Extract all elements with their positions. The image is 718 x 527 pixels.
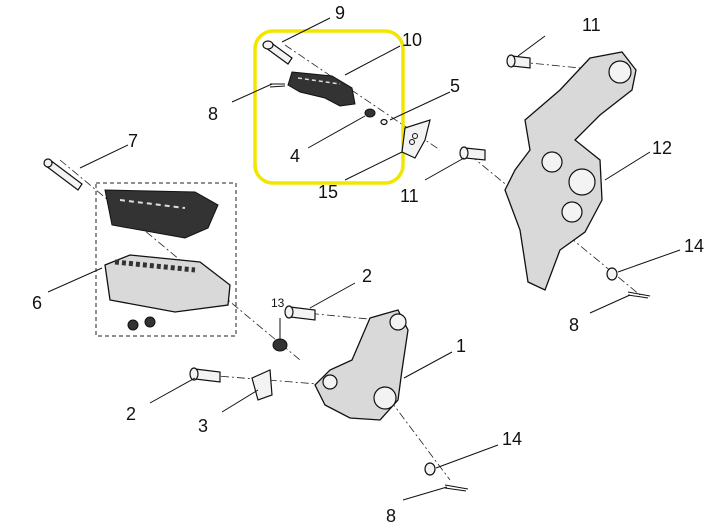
callout-4: 4 [290,146,300,166]
callout-5: 5 [450,76,460,96]
callout-14: 14 [684,236,704,256]
part-2-bolt-lower [189,367,221,383]
part-7-pin [43,158,83,191]
part-15-plate [401,119,431,159]
callout-14: 14 [502,429,522,449]
callout-labels: 9 10 5 8 4 15 11 11 12 7 6 2 13 1 2 3 14… [32,3,704,526]
part-2-bolt-upper [284,305,316,321]
callout-12: 12 [652,138,672,158]
part-8-cotter-pin-bottom [444,484,469,492]
callout-2: 2 [126,404,136,424]
callout-8: 8 [569,315,579,335]
part-4-spring [364,108,376,118]
part-8-cotter-pin [269,83,286,88]
part-11-bolt-top [506,54,531,69]
part-9-pin [262,40,293,65]
part-6-footpeg-rubber [104,189,219,239]
callout-3: 3 [198,416,208,436]
callout-11: 11 [400,186,419,206]
part-8-cotter-pin-right [627,291,651,299]
part-5-ball [380,118,388,126]
callout-6: 6 [32,293,42,313]
callout-10: 10 [402,30,422,50]
part-10-footpeg [287,71,356,107]
leader-lines [47,17,681,501]
callout-8: 8 [386,506,396,526]
callout-11: 11 [582,15,601,35]
callout-1: 1 [456,336,466,356]
callout-7: 7 [128,131,138,151]
highlight-box [253,29,405,185]
callout-8: 8 [208,104,218,124]
part-6-footpeg-body [104,254,231,331]
part-6-assembly-box [95,182,237,337]
callout-13: 13 [271,296,285,310]
part-14-washer-bottom [424,462,436,476]
part-3-plate [251,369,273,401]
part-11-bolt-mid [459,146,486,161]
part-1-bracket [314,309,409,421]
callout-9: 9 [335,3,345,23]
part-12-bracket [504,51,637,291]
part-14-washer-right [606,267,618,281]
callout-15: 15 [318,182,338,202]
part-13-spring [272,318,288,352]
callout-2: 2 [362,266,372,286]
